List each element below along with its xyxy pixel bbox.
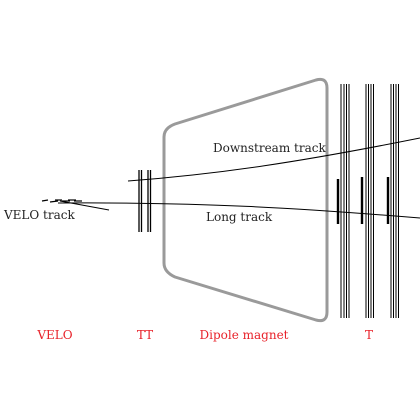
- long-track-line: [57, 202, 420, 219]
- velo-label: VELO: [36, 328, 72, 342]
- tracks: [57, 137, 420, 219]
- velo-detector: [41, 199, 82, 203]
- t-label: T: [365, 328, 373, 342]
- detector-labels: VELO TT Dipole magnet T: [36, 328, 373, 342]
- tt-label: TT: [137, 328, 153, 342]
- dipole-magnet-outline: [162, 77, 329, 323]
- velo-track-line: [59, 200, 110, 211]
- velo-sensor: [49, 200, 59, 203]
- velo-track-label: VELO track: [3, 208, 75, 222]
- downstream-track-label: Downstream track: [213, 141, 326, 155]
- magnet-label: Dipole magnet: [200, 328, 289, 342]
- long-track-label: Long track: [206, 210, 273, 224]
- downstream-track-line: [127, 137, 420, 182]
- t-stations: [340, 84, 399, 318]
- inner-tracker: [336, 177, 390, 224]
- velo-sensor: [41, 199, 49, 202]
